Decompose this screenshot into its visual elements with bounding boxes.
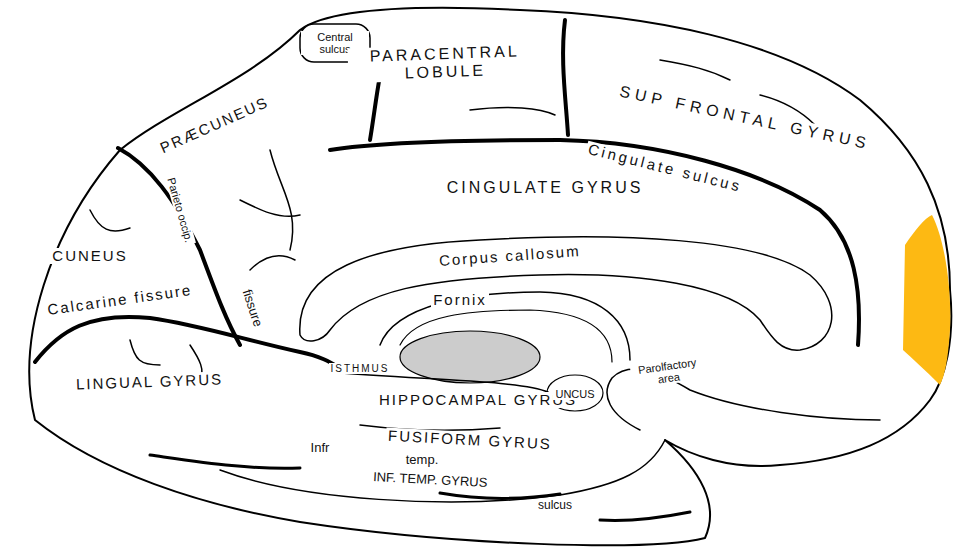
region-label: temp. — [404, 453, 441, 467]
region-label: UNCUS — [553, 388, 596, 400]
region-label: sulcus — [536, 499, 574, 512]
region-label: PARACENTRAL LOBULE — [347, 42, 542, 84]
region-label: CINGULATE GYRUS — [445, 179, 646, 197]
region-label: ISTHMUS — [329, 363, 392, 374]
region-label: Infr — [309, 441, 332, 455]
region-label: HIPPOCAMPAL GYRUS — [377, 392, 579, 409]
region-label: CUNEUS — [50, 248, 129, 265]
region-label: Fornix — [431, 292, 489, 309]
